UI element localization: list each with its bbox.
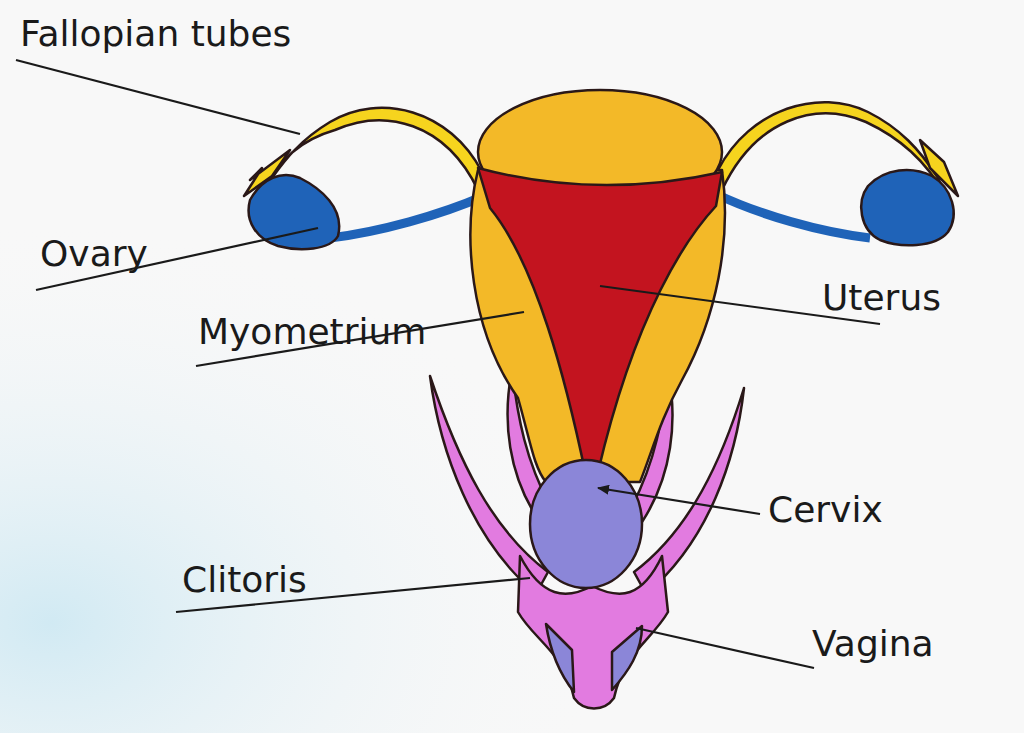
leader-lines [16,60,880,668]
uterine-cavity [478,168,722,476]
part-label: Ovary [40,234,148,274]
cervix [530,460,642,588]
part-label: Vagina [812,624,934,664]
part-label: Fallopian tubes [20,14,291,54]
ovary [861,170,953,245]
leader-line [36,228,318,290]
part-label: Clitoris [182,560,307,600]
ovarian-ligament [330,196,484,238]
vagina [546,624,574,692]
ovarian-ligament [716,194,870,238]
leader-line [636,628,814,668]
organs [244,90,958,709]
leader-arrow [598,488,760,514]
part-label: Myometrium [198,312,426,352]
part-label: Uterus [822,278,941,318]
leader-line [196,312,524,366]
part-label: Cervix [768,490,883,530]
ovary [249,175,340,249]
vagina [612,626,642,690]
leader-line [16,60,300,134]
